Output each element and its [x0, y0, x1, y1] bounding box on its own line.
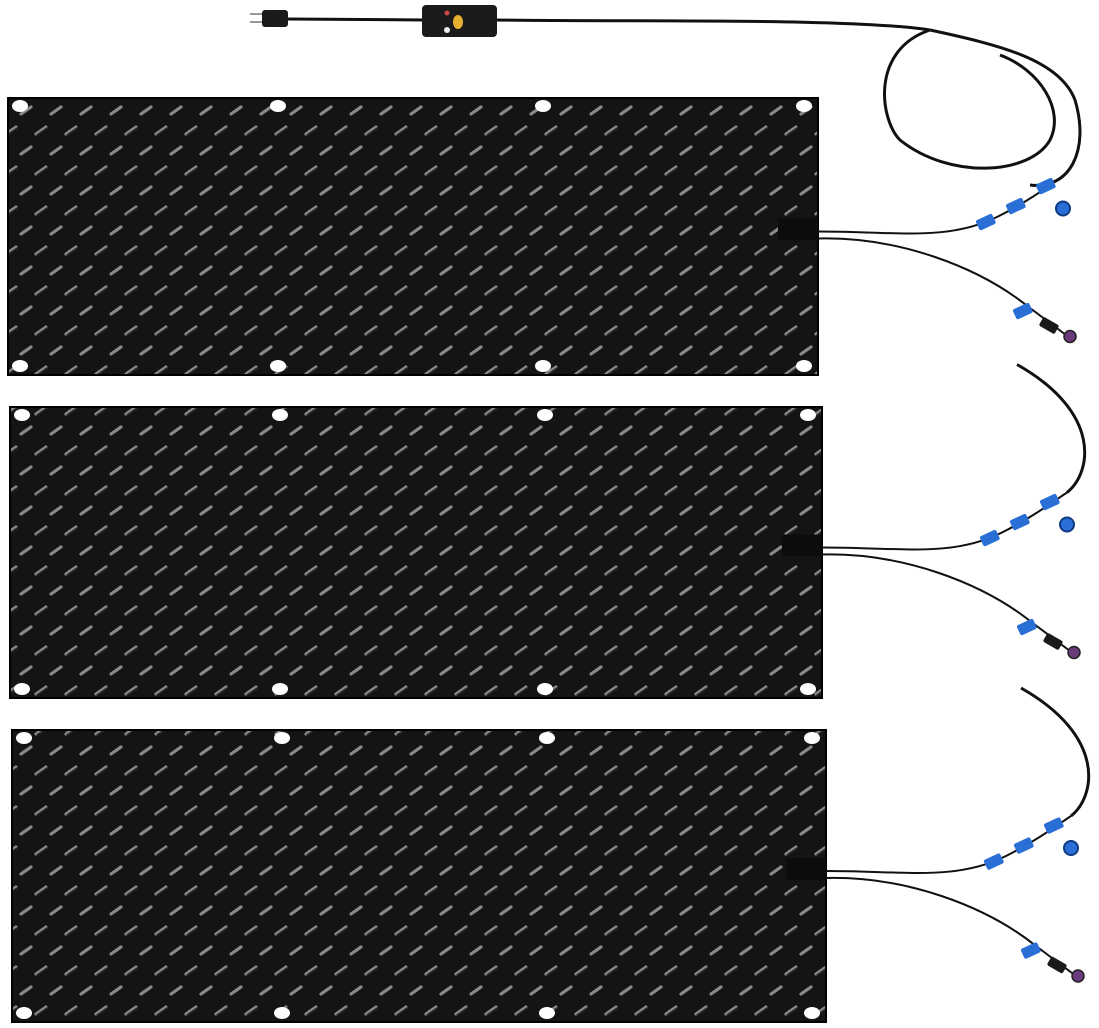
- mat-surface: [7, 97, 819, 376]
- grommet: [16, 1007, 32, 1019]
- cable-junction: [778, 218, 818, 241]
- lead-cable: [1016, 363, 1087, 494]
- connector: [1039, 493, 1060, 511]
- grommet: [537, 683, 553, 695]
- gfci-light-icon: [444, 10, 450, 16]
- mat-surface: [9, 406, 823, 699]
- connector: [1020, 942, 1041, 959]
- heated-mat: [9, 363, 1087, 699]
- end-cap-icon: [1067, 645, 1081, 660]
- lead-cable: [825, 815, 1072, 874]
- mats-group: [7, 10, 1091, 1023]
- cable-loop: [883, 28, 1056, 170]
- plug-icon: [262, 10, 288, 27]
- cable-junction: [782, 534, 822, 557]
- cord-segment: [287, 17, 426, 22]
- grommet: [274, 1007, 290, 1019]
- grommet: [16, 732, 32, 744]
- grommet: [800, 683, 816, 695]
- connector-end: [1043, 633, 1063, 650]
- connector-end: [1039, 317, 1059, 334]
- gfci-reset-button-icon: [453, 15, 463, 29]
- grommet: [800, 409, 816, 421]
- grommet: [272, 409, 288, 421]
- cap-icon: [1063, 840, 1079, 856]
- connector: [975, 213, 996, 231]
- lead-cable: [821, 553, 1073, 654]
- end-cap-icon: [1071, 969, 1085, 983]
- connector: [1012, 302, 1033, 320]
- lead-cable: [821, 491, 1068, 551]
- lead-cable: [825, 876, 1077, 977]
- grommet: [535, 100, 551, 112]
- heated-mat: [11, 686, 1091, 1023]
- connector: [1009, 513, 1030, 531]
- grommet: [535, 360, 551, 372]
- end-cap-icon: [1063, 329, 1077, 344]
- heated-mat: [7, 97, 1077, 376]
- grommet: [539, 732, 555, 744]
- connector: [1043, 817, 1064, 834]
- connector: [979, 529, 1000, 547]
- cap-icon: [1055, 200, 1071, 217]
- grommet: [796, 360, 812, 372]
- connector: [1013, 837, 1034, 854]
- plug-prongs-icon: [250, 13, 262, 23]
- grommet: [12, 100, 28, 112]
- power-cable: [496, 18, 1082, 187]
- grommet: [272, 683, 288, 695]
- lead-cable: [817, 237, 1069, 338]
- connector: [983, 853, 1004, 870]
- gfci-indicator-icon: [444, 27, 450, 33]
- connector: [1016, 618, 1037, 636]
- grommet: [796, 100, 812, 112]
- connector: [1035, 177, 1056, 195]
- connector: [1005, 197, 1026, 215]
- grommet: [270, 100, 286, 112]
- grommet: [14, 409, 30, 421]
- mat-surface: [11, 729, 827, 1023]
- lead-cable: [817, 175, 1064, 235]
- grommet: [14, 683, 30, 695]
- grommet: [270, 360, 286, 372]
- cable-junction: [786, 858, 826, 880]
- connector-end: [1047, 956, 1067, 974]
- grommet: [274, 732, 290, 744]
- grommet: [539, 1007, 555, 1019]
- grommet: [537, 409, 553, 421]
- cap-icon: [1059, 516, 1075, 533]
- grommet: [804, 732, 820, 744]
- lead-cable: [1020, 686, 1091, 818]
- grommet: [12, 360, 28, 372]
- grommet: [804, 1007, 820, 1019]
